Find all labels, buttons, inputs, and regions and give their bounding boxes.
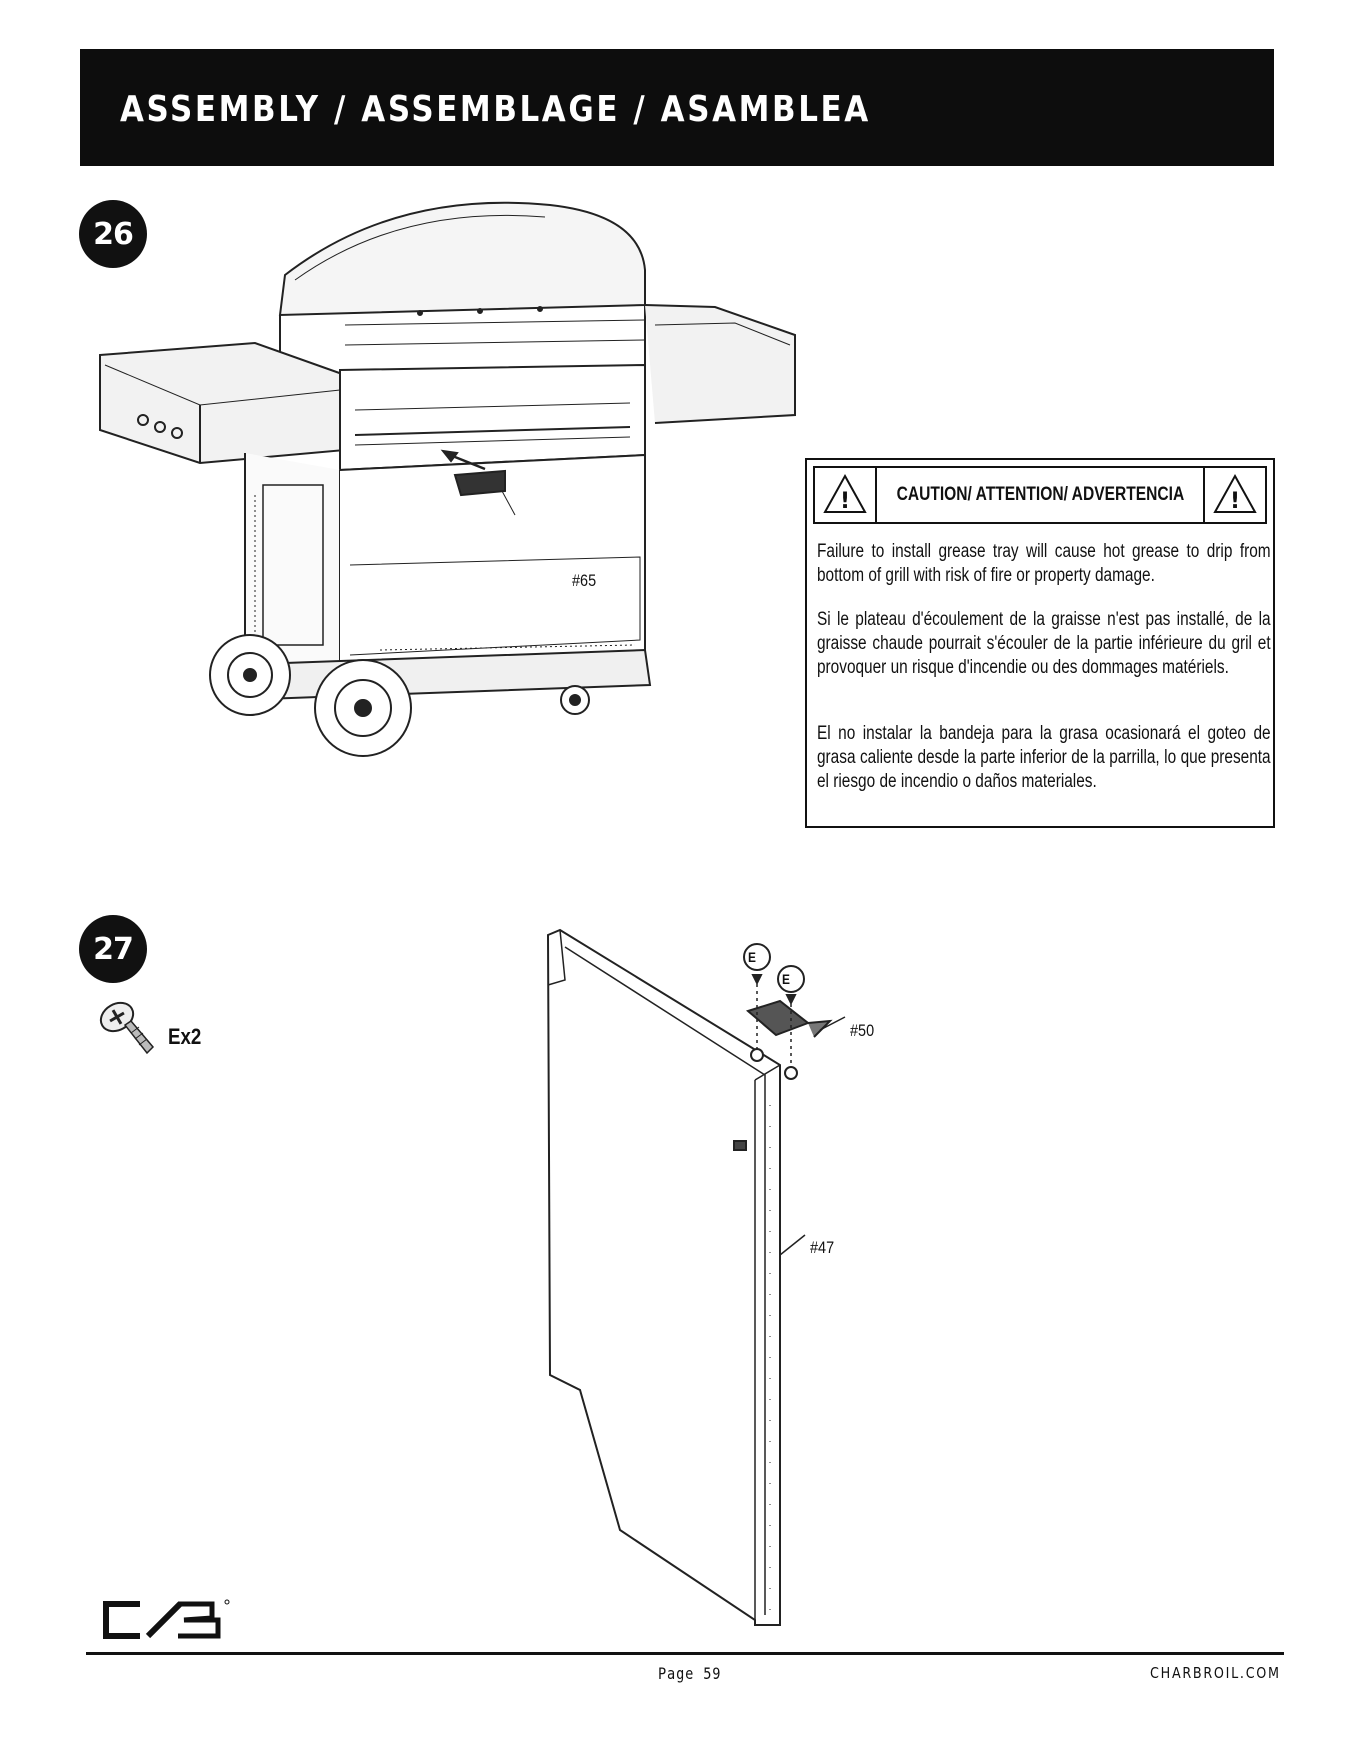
screw-tag-e-2: E <box>782 971 790 987</box>
part-label-50: #50 <box>850 1021 875 1040</box>
screw-tag-e-1: E <box>748 949 756 965</box>
header-bar: ASSEMBLY / ASSEMBLAGE / ASAMBLEA <box>80 49 1274 166</box>
warning-icon-right: ! <box>1203 468 1265 522</box>
caution-text-es: El no instalar la bandeja para la grasa … <box>817 723 1271 792</box>
warning-icon-left: ! <box>815 468 877 522</box>
part-label-47: #47 <box>810 1238 835 1257</box>
caution-box: ! CAUTION/ ATTENTION/ ADVERTENCIA ! Fail… <box>805 458 1275 828</box>
caution-title: CAUTION/ ATTENTION/ ADVERTENCIA <box>896 484 1184 505</box>
svg-text:!: ! <box>840 489 850 514</box>
part-label-65: #65 <box>572 571 597 590</box>
caution-text-fr: Si le plateau d'écoulement de la graisse… <box>817 609 1271 678</box>
footer-rule <box>86 1652 1284 1655</box>
charbroil-logo <box>103 1599 230 1639</box>
svg-text:!: ! <box>1230 489 1240 514</box>
caution-header: ! CAUTION/ ATTENTION/ ADVERTENCIA ! <box>813 466 1267 524</box>
step-27-badge: 27 <box>79 915 147 983</box>
step-26-badge: 26 <box>79 200 147 268</box>
grill-illustration <box>99 201 796 757</box>
side-panel-illustration <box>546 928 846 1626</box>
screw-icon <box>99 1001 155 1055</box>
hardware-quantity: Ex2 <box>168 1024 202 1049</box>
page-title: ASSEMBLY / ASSEMBLAGE / ASAMBLEA <box>120 89 871 130</box>
caution-text-en: Failure to install grease tray will caus… <box>817 541 1271 586</box>
page-number: Page 59 <box>658 1664 722 1683</box>
website-url: CHARBROIL.COM <box>1150 1664 1281 1682</box>
